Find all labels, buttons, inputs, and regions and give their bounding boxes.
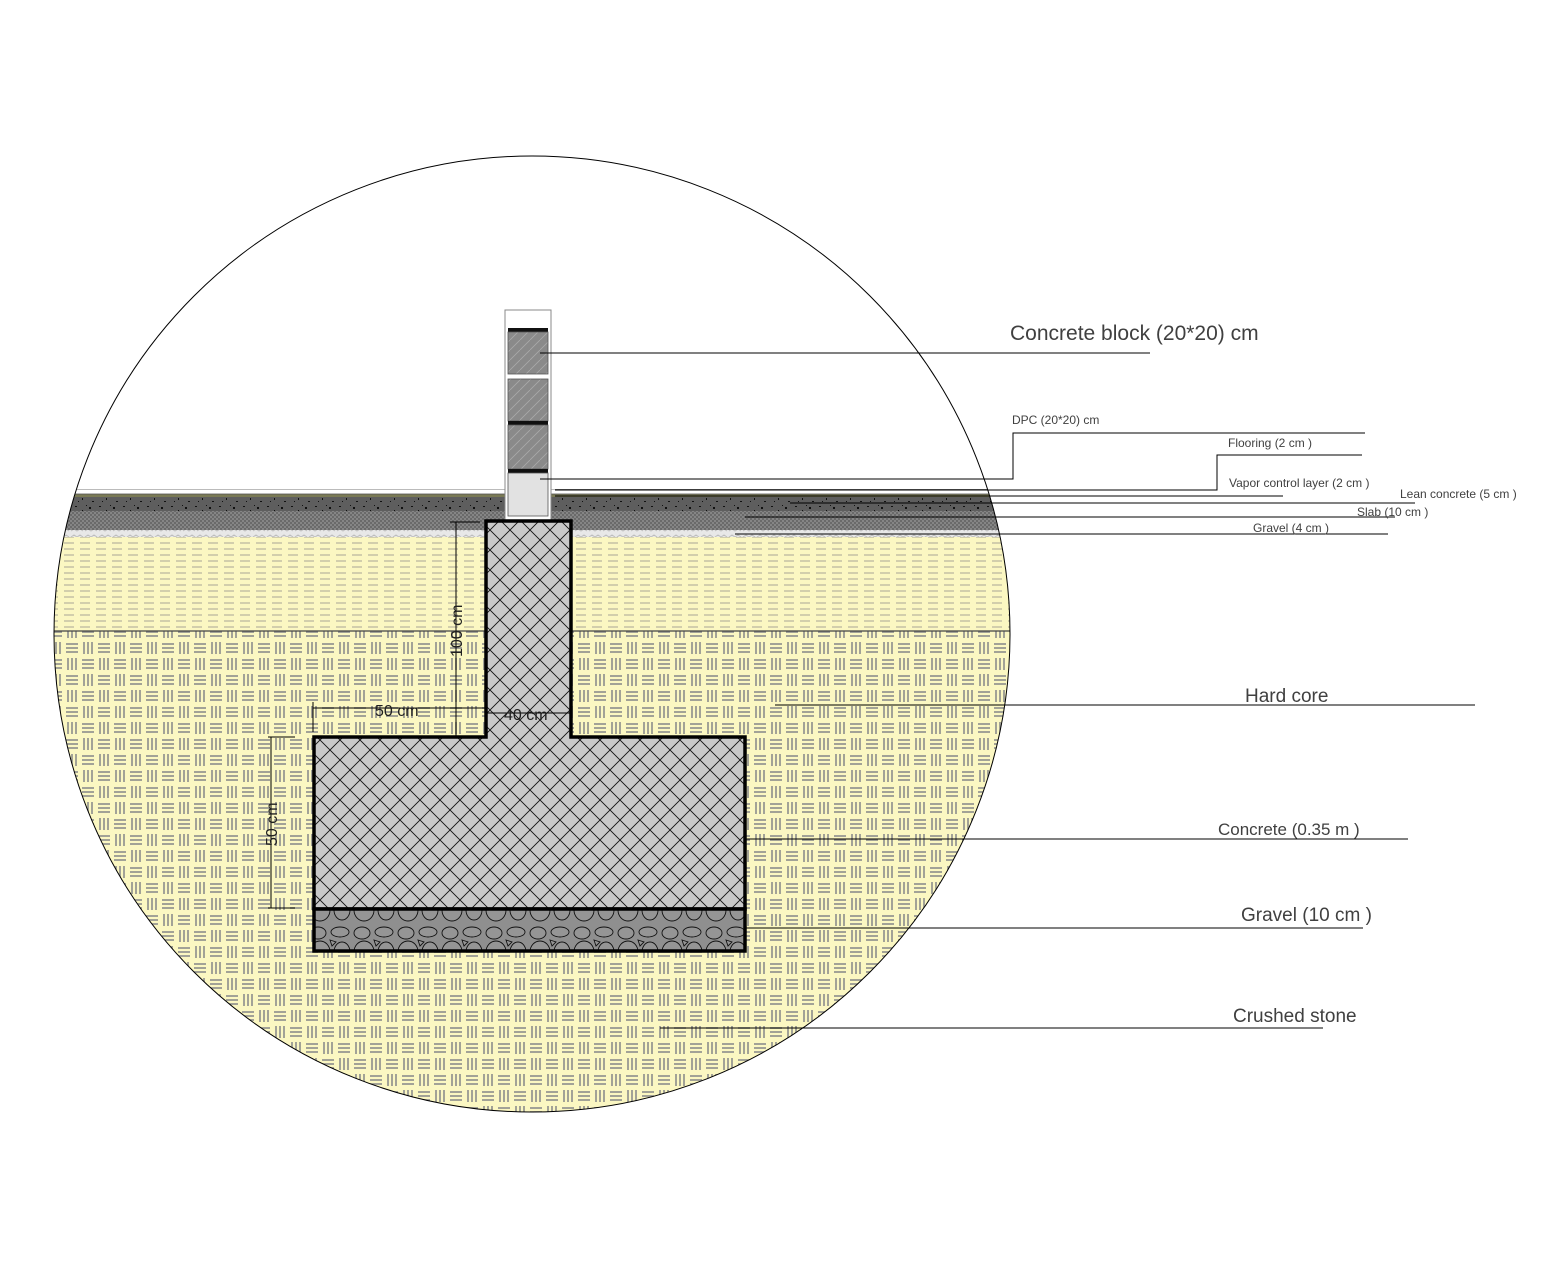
label-lean-concrete: Lean concrete (5 cm ) [1400,487,1517,501]
dim-footing-projection: 50 cm [375,703,419,720]
hard-core-layer [54,536,1010,631]
detail-circle-outline [53,155,1011,1113]
concrete-block-wall [504,309,552,521]
dim-stem-width: 40 cm [504,707,548,724]
label-crushed-stone: Crushed stone [1233,1006,1357,1027]
gravel-bed [312,907,747,953]
crushed-stone-layer [54,630,1010,1112]
label-dpc: DPC (20*20) cm [1012,413,1099,427]
label-slab: Slab (10 cm ) [1357,505,1428,519]
dimension-lines [268,521,571,909]
label-gravel-top: Gravel (4 cm ) [1253,521,1329,535]
dim-stem-height: 100 cm [449,605,466,657]
label-vapor-control: Vapor control layer (2 cm ) [1229,476,1370,490]
label-gravel-bottom: Gravel (10 cm ) [1241,905,1372,926]
label-flooring: Flooring (2 cm ) [1228,436,1312,450]
lean-concrete-layer [54,497,1010,511]
dim-footing-height: 50 cm [264,802,281,846]
dpc-block [507,472,549,517]
leader-lines [540,352,1475,1029]
label-hard-core: Hard core [1245,686,1328,707]
label-concrete-block: Concrete block (20*20) cm [1010,322,1259,345]
label-concrete: Concrete (0.35 m ) [1218,820,1360,839]
